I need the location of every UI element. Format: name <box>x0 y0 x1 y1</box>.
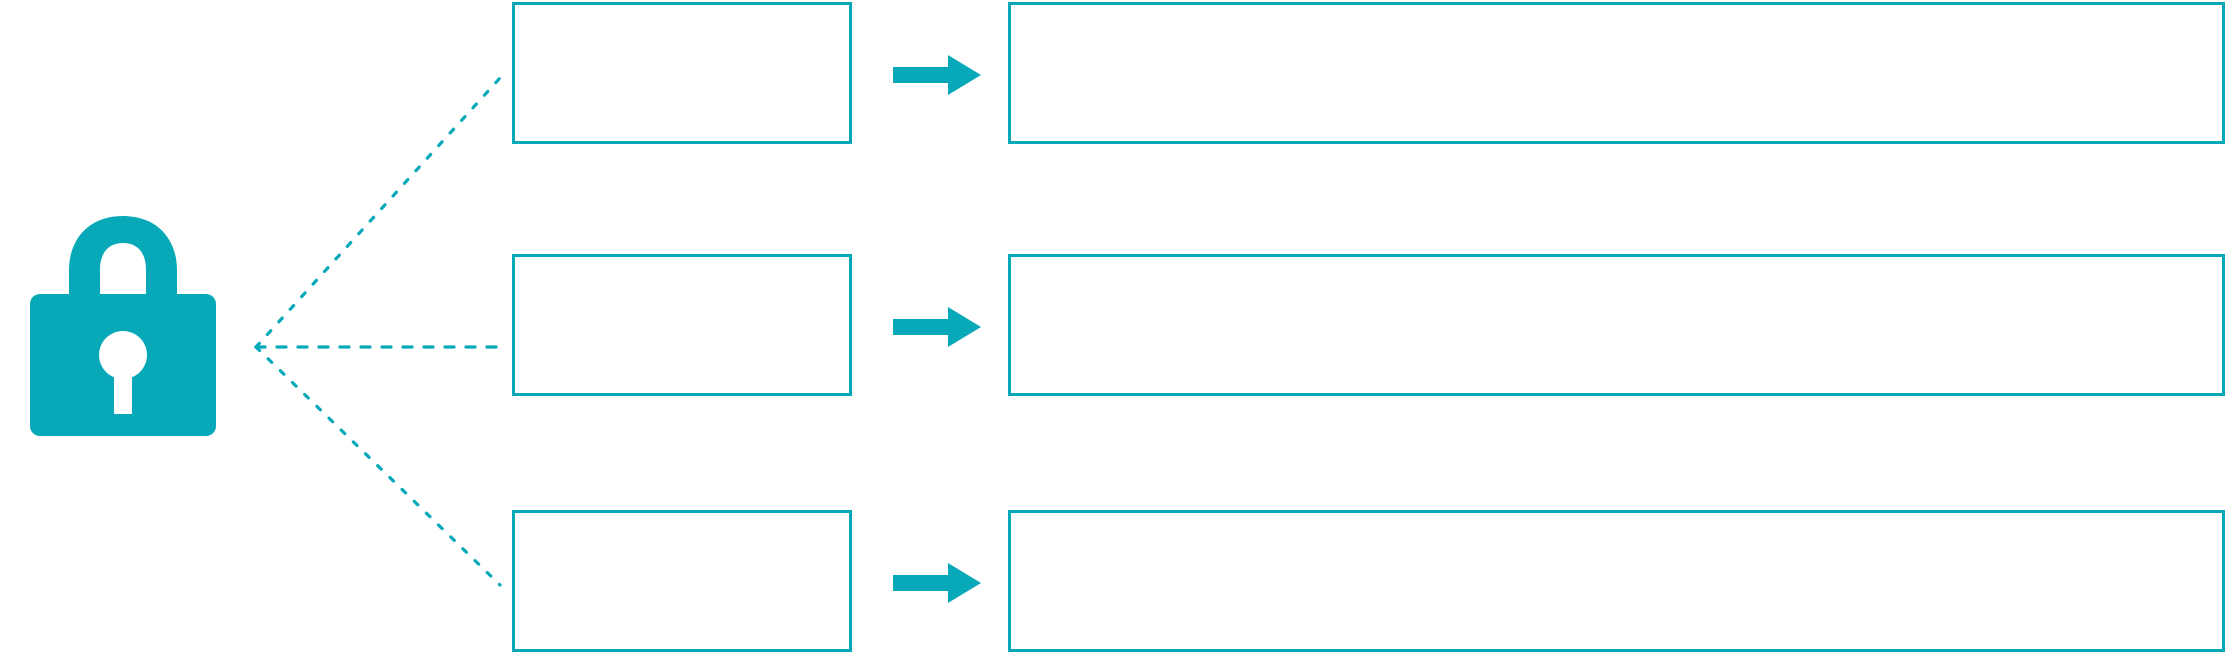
row-1-right-arrow-icon <box>893 54 983 96</box>
row-2-right-arrow-icon <box>893 306 983 348</box>
flow-row-3 <box>0 510 2229 655</box>
row-3-right-arrow-icon <box>893 562 983 604</box>
row-1-right-box[interactable] <box>1008 2 2225 144</box>
flow-row-2 <box>0 254 2229 404</box>
row-3-right-box[interactable] <box>1008 510 2225 652</box>
padlock-icon <box>28 210 218 440</box>
row-2-left-box[interactable] <box>512 254 852 396</box>
row-1-left-box[interactable] <box>512 2 852 144</box>
row-3-left-box[interactable] <box>512 510 852 652</box>
row-2-right-box[interactable] <box>1008 254 2225 396</box>
flow-row-1 <box>0 2 2229 152</box>
